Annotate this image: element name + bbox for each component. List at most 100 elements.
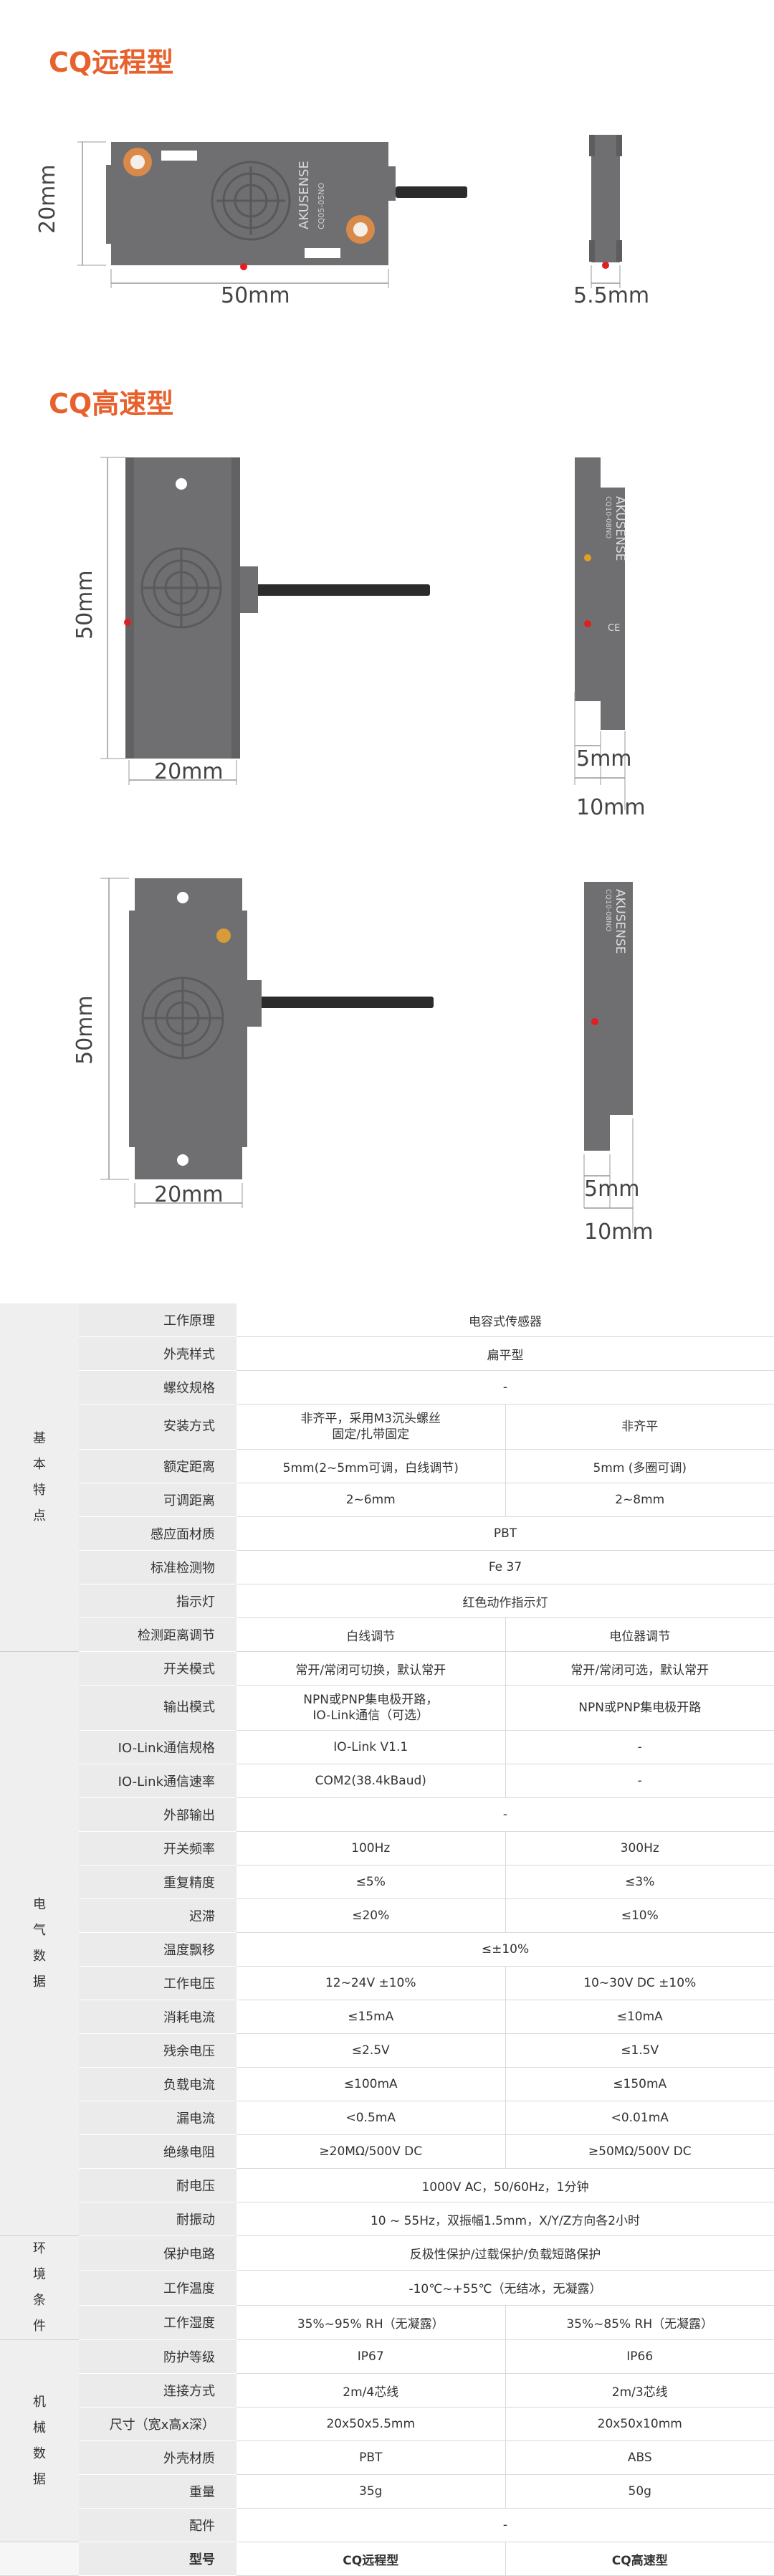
brand-mark: AKUSENSE: [297, 161, 312, 229]
spec-value-remote: <0.5mA: [236, 2101, 506, 2135]
spec-value-high-speed: IP66: [505, 2339, 774, 2374]
spec-row: 电气数据开关模式常开/常闭可切换，默认常开常开/常闭可选，默认常开: [0, 1651, 774, 2236]
spec-value: -: [236, 1370, 774, 1405]
spec-label: 指示灯: [79, 1584, 236, 1618]
spec-group-char: 电: [33, 1897, 46, 1912]
ce-mark: CE: [608, 623, 620, 634]
spec-value-high-speed: 非齐平: [505, 1404, 774, 1450]
spec-value-high-speed: -: [505, 1764, 774, 1798]
spec-label: 工作电压: [79, 1966, 236, 2000]
model-mark: CQ10-08NO: [604, 889, 612, 931]
spec-value: 10 ~ 55Hz，双振幅1.5mm，X/Y/Z方向各2小时: [236, 2202, 774, 2236]
sensing-face-icon: [211, 161, 291, 241]
spec-group-char: 境: [33, 2267, 46, 2282]
spec-row: 残余电压≤2.5V≤1.5V: [0, 2033, 774, 2068]
high-speed-sensor-drawing: 50mm 20mm AKUSENSE CQ10-08NO CE 5mm 10mm: [72, 457, 646, 820]
spec-row: 安装方式非齐平，采用M3沉头螺丝 固定/扎带固定非齐平: [0, 1404, 774, 1450]
spec-value-high-speed: ≤150mA: [505, 2067, 774, 2101]
brand-mark: AKUSENSE: [613, 496, 627, 561]
spec-row: 检测距离调节白线调节电位器调节: [0, 1617, 774, 1652]
spec-row: 消耗电流≤15mA≤10mA: [0, 2000, 774, 2034]
spec-value-remote: CQ远程型: [236, 2542, 506, 2576]
spec-value-remote: IP67: [236, 2339, 506, 2374]
spec-value-high-speed: ≤1.5V: [505, 2033, 774, 2068]
spec-label: IO-Link通信速率: [79, 1764, 236, 1798]
mount-hole: [177, 892, 188, 903]
spec-label: 配件: [79, 2508, 236, 2542]
spec-value-high-speed: ≤3%: [505, 1865, 774, 1899]
spec-group-char: 据: [33, 1974, 46, 1990]
spec-row: 环境条件保护电路反极性保护/过载保护/负载短路保护: [0, 2235, 774, 2340]
spec-label: 工作温度: [79, 2270, 236, 2306]
brand-mark: AKUSENSE: [613, 889, 627, 954]
spec-group-char: 据: [33, 2471, 46, 2487]
spec-label: 型号: [79, 2542, 236, 2576]
led-indicator: [124, 619, 131, 626]
spec-value-remote: 2~6mm: [236, 1483, 506, 1517]
spec-row: 工作温度-10℃~+55℃（无结冰，无凝露）: [0, 2270, 774, 2306]
spec-value-high-speed: 2~8mm: [505, 1483, 774, 1517]
spec-group-mechanical: 机械数据: [0, 2339, 79, 2542]
spec-label: 迟滞: [79, 1898, 236, 1933]
spec-label: 螺纹规格: [79, 1370, 236, 1405]
spec-group-char: 本: [33, 1456, 46, 1472]
model-mark: CQ05-05NO: [317, 182, 326, 229]
sensor-body: [129, 457, 236, 759]
spec-value-remote: 常开/常闭可切换，默认常开: [236, 1651, 506, 1686]
spec-label: 输出模式: [79, 1685, 236, 1731]
spec-label: 开关模式: [79, 1651, 236, 1686]
height-dimension: 50mm: [72, 570, 97, 640]
spec-value-remote: 非齐平，采用M3沉头螺丝 固定/扎带固定: [236, 1404, 506, 1450]
spec-group-char: 机: [33, 2394, 46, 2410]
spec-value-remote: NPN或PNP集电极开路， IO-Link通信（可选）: [236, 1685, 506, 1731]
spec-label: 感应面材质: [79, 1516, 236, 1551]
spec-row: 螺纹规格-: [0, 1370, 774, 1405]
mount-hole: [177, 1154, 188, 1166]
spec-label: 工作原理: [79, 1303, 236, 1337]
spec-label: 绝缘电阻: [79, 2134, 236, 2169]
thickness-outer-dimension: 10mm: [584, 1220, 654, 1245]
spec-value-remote: 20x50x5.5mm: [236, 2407, 506, 2441]
spec-value-remote: 5mm(2~5mm可调，白线调节): [236, 1449, 506, 1483]
mount-hole: [176, 478, 187, 490]
width-dimension: 20mm: [154, 1182, 224, 1207]
spec-row: 漏电流<0.5mA<0.01mA: [0, 2101, 774, 2135]
spec-value-remote: 35%~95% RH（无凝露）: [236, 2305, 506, 2341]
spec-value: -: [236, 2508, 774, 2542]
cable: [258, 997, 434, 1008]
spec-value: 扁平型: [236, 1336, 774, 1371]
side-view: [575, 457, 601, 687]
spec-value-high-speed: 电位器调节: [505, 1617, 774, 1652]
spec-row: 负载电流≤100mA≤150mA: [0, 2067, 774, 2101]
spec-group-char: 数: [33, 1949, 46, 1964]
spec-value-high-speed: ≤10mA: [505, 2000, 774, 2034]
spec-group-electrical: 电气数据: [0, 1651, 79, 2236]
spec-value: ≤±10%: [236, 1932, 774, 1967]
spec-value-high-speed: CQ高速型: [505, 2542, 774, 2576]
spec-value-remote: ≤100mA: [236, 2067, 506, 2101]
spec-label: 耐电压: [79, 2168, 236, 2202]
spec-value-high-speed: ≥50MΩ/500V DC: [505, 2134, 774, 2169]
spec-value-high-speed: 35%~85% RH（无凝露）: [505, 2305, 774, 2341]
spec-row: 基本特点工作原理电容式传感器: [0, 1303, 774, 1652]
height-dimension: 20mm: [35, 164, 60, 234]
spec-value-remote: COM2(38.4kBaud): [236, 1764, 506, 1798]
spec-group-environment: 环境条件: [0, 2235, 79, 2340]
height-dimension: 50mm: [72, 995, 97, 1065]
spec-group-char: 点: [33, 1508, 46, 1524]
spec-value: 反极性保护/过载保护/负载短路保护: [236, 2235, 774, 2271]
spec-value-high-speed: NPN或PNP集电极开路: [505, 1685, 774, 1731]
thickness-inner-dimension: 5mm: [576, 746, 632, 771]
